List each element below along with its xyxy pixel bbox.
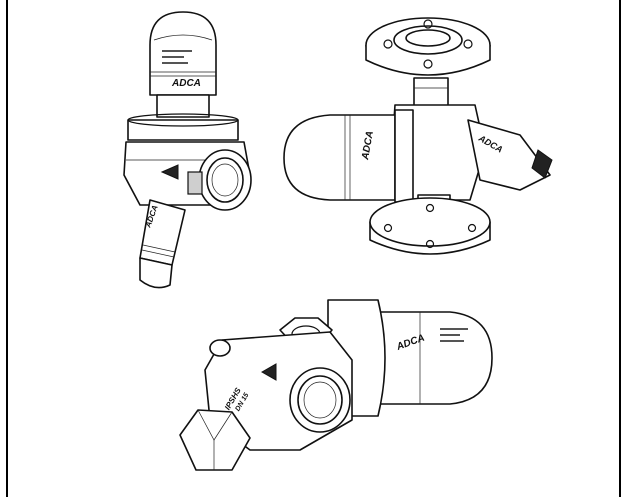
- trap-view-horizontal: ADCA IPSHS DN 15: [179, 299, 493, 471]
- right-border-rule: [619, 0, 621, 497]
- trap-view-flanged: ADCA ADCA: [283, 17, 553, 255]
- svg-text:ADCA: ADCA: [360, 130, 376, 161]
- left-border-rule: [6, 0, 8, 497]
- trap-view-vertical: ADCA ADCA: [123, 11, 252, 289]
- brand-label-top-left: ADCA: [171, 78, 201, 89]
